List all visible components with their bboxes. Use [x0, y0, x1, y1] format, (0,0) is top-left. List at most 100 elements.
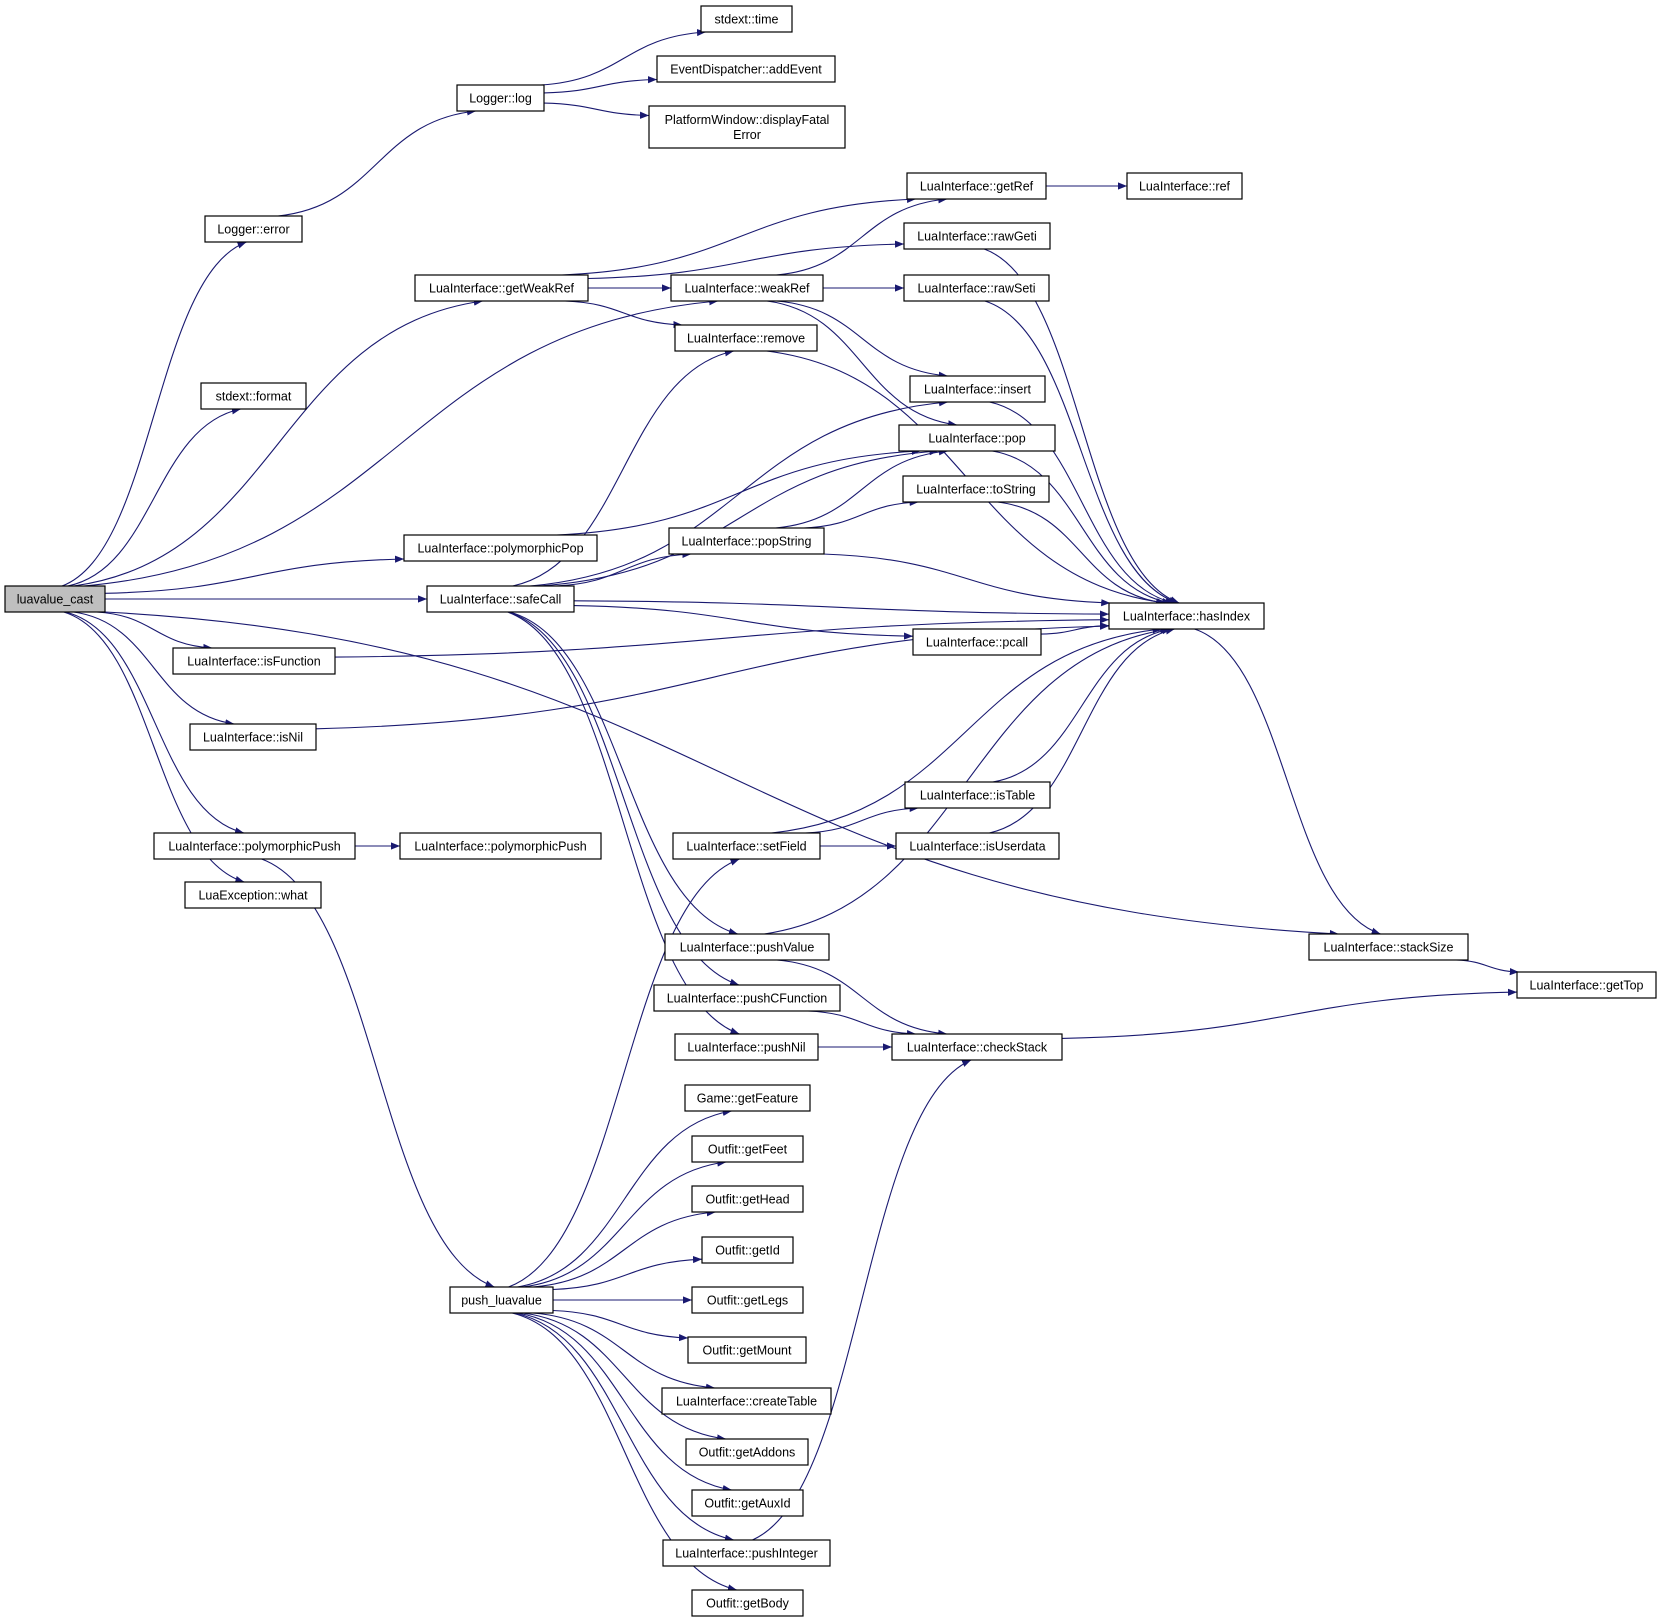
node-box[interactable]	[656, 55, 836, 83]
node-box[interactable]	[664, 933, 830, 961]
node-luainterface-isnil[interactable]: LuaInterface::isNil	[189, 723, 317, 751]
node-label: LuaInterface::checkStack	[907, 1041, 1048, 1055]
node-outfit-getid[interactable]: Outfit::getId	[701, 1236, 794, 1264]
edge-luainterface-safecall-to-luainterface-remove	[512, 349, 734, 587]
node-box[interactable]	[670, 274, 824, 302]
node-luainterface-rawgeti[interactable]: LuaInterface::rawGeti	[903, 222, 1051, 250]
node-box[interactable]	[691, 1589, 804, 1617]
node-luainterface-getweakref[interactable]: LuaInterface::getWeakRef	[414, 274, 589, 302]
node-box[interactable]	[449, 1286, 554, 1314]
node-outfit-gethead[interactable]: Outfit::getHead	[691, 1185, 804, 1213]
node-luainterface-remove[interactable]: LuaInterface::remove	[674, 324, 818, 352]
node-luainterface-pushcfunction[interactable]: LuaInterface::pushCFunction	[653, 984, 841, 1012]
node-box[interactable]	[414, 274, 589, 302]
node-box[interactable]	[904, 781, 1051, 809]
node-outfit-getbody[interactable]: Outfit::getBody	[691, 1589, 804, 1617]
node-box[interactable]	[426, 585, 575, 613]
node-box[interactable]	[674, 324, 818, 352]
node-box[interactable]	[662, 1539, 831, 1567]
node-luainterface-createtable[interactable]: LuaInterface::createTable	[661, 1387, 832, 1415]
node-luainterface-gettop[interactable]: LuaInterface::getTop	[1516, 971, 1657, 999]
node-luainterface-polymorphicpop[interactable]: LuaInterface::polymorphicPop	[403, 534, 598, 562]
node-box[interactable]	[898, 424, 1056, 452]
node-outfit-getauxid[interactable]: Outfit::getAuxId	[691, 1489, 804, 1517]
node-luainterface-pushvalue[interactable]: LuaInterface::pushValue	[664, 933, 830, 961]
node-luainterface-checkstack[interactable]: LuaInterface::checkStack	[891, 1033, 1063, 1061]
node-luainterface-stacksize[interactable]: LuaInterface::stackSize	[1308, 933, 1469, 961]
node-box[interactable]	[661, 1387, 832, 1415]
node-luainterface-pushinteger[interactable]: LuaInterface::pushInteger	[662, 1539, 831, 1567]
node-box[interactable]	[895, 832, 1060, 860]
node-box[interactable]	[909, 375, 1046, 403]
edge-luavalue-cast-to-luainterface-isnil	[73, 611, 235, 727]
node-luainterface-ref[interactable]: LuaInterface::ref	[1126, 172, 1243, 200]
node-outfit-getmount[interactable]: Outfit::getMount	[687, 1336, 807, 1364]
node-eventdispatcher-addevent[interactable]: EventDispatcher::addEvent	[656, 55, 836, 83]
node-box[interactable]	[672, 832, 821, 860]
node-luainterface-setfield[interactable]: LuaInterface::setField	[672, 832, 821, 860]
node-box[interactable]	[691, 1489, 804, 1517]
node-box[interactable]	[701, 1236, 794, 1264]
node-outfit-getaddons[interactable]: Outfit::getAddons	[685, 1438, 809, 1466]
node-luainterface-isuserdata[interactable]: LuaInterface::isUserdata	[895, 832, 1060, 860]
node-box[interactable]	[1516, 971, 1657, 999]
node-luainterface-hasindex[interactable]: LuaInterface::hasIndex	[1108, 602, 1265, 630]
node-box[interactable]	[700, 5, 793, 33]
node-box[interactable]	[648, 105, 846, 149]
node-box[interactable]	[153, 832, 356, 860]
node-box[interactable]	[691, 1185, 804, 1213]
node-box[interactable]	[685, 1438, 809, 1466]
node-luainterface-weakref[interactable]: LuaInterface::weakRef	[670, 274, 824, 302]
node-box[interactable]	[668, 527, 825, 555]
node-outfit-getfeet[interactable]: Outfit::getFeet	[691, 1135, 804, 1163]
node-game-getfeature[interactable]: Game::getFeature	[684, 1084, 811, 1112]
node-luainterface-pcall[interactable]: LuaInterface::pcall	[912, 628, 1042, 656]
node-box[interactable]	[200, 382, 307, 410]
node-box[interactable]	[1108, 602, 1265, 630]
node-box[interactable]	[902, 475, 1050, 503]
node-box[interactable]	[906, 172, 1047, 200]
node-box[interactable]	[891, 1033, 1063, 1061]
node-box[interactable]	[4, 585, 106, 613]
node-luainterface-polymorphicpush-b[interactable]: LuaInterface::polymorphicPush	[399, 832, 602, 860]
node-box[interactable]	[172, 647, 336, 675]
node-luainterface-safecall[interactable]: LuaInterface::safeCall	[426, 585, 575, 613]
node-box[interactable]	[684, 1084, 811, 1112]
node-box[interactable]	[674, 1033, 819, 1061]
node-box[interactable]	[912, 628, 1042, 656]
node-box[interactable]	[691, 1135, 804, 1163]
node-luainterface-polymorphicpush-a[interactable]: LuaInterface::polymorphicPush	[153, 832, 356, 860]
node-luainterface-istable[interactable]: LuaInterface::isTable	[904, 781, 1051, 809]
node-luainterface-rawseti[interactable]: LuaInterface::rawSeti	[903, 274, 1050, 302]
node-luainterface-tostring[interactable]: LuaInterface::toString	[902, 475, 1050, 503]
node-box[interactable]	[1126, 172, 1243, 200]
node-box[interactable]	[399, 832, 602, 860]
node-stdext-format[interactable]: stdext::format	[200, 382, 307, 410]
node-luainterface-getref[interactable]: LuaInterface::getRef	[906, 172, 1047, 200]
node-outfit-getlegs[interactable]: Outfit::getLegs	[691, 1286, 804, 1314]
node-box[interactable]	[204, 215, 303, 243]
node-box[interactable]	[687, 1336, 807, 1364]
node-luainterface-pop[interactable]: LuaInterface::pop	[898, 424, 1056, 452]
node-luainterface-isfunction[interactable]: LuaInterface::isFunction	[172, 647, 336, 675]
node-luavalue-cast[interactable]: luavalue_cast	[4, 585, 106, 613]
node-luainterface-insert[interactable]: LuaInterface::insert	[909, 375, 1046, 403]
node-box[interactable]	[189, 723, 317, 751]
node-box[interactable]	[653, 984, 841, 1012]
node-luainterface-pushnil[interactable]: LuaInterface::pushNil	[674, 1033, 819, 1061]
node-luaexception-what[interactable]: LuaException::what	[184, 881, 322, 909]
node-stdext-time[interactable]: stdext::time	[700, 5, 793, 33]
node-label: LuaInterface::pushValue	[680, 941, 815, 955]
node-box[interactable]	[403, 534, 598, 562]
node-box[interactable]	[456, 84, 545, 112]
node-push-luavalue[interactable]: push_luavalue	[449, 1286, 554, 1314]
node-logger-log[interactable]: Logger::log	[456, 84, 545, 112]
node-box[interactable]	[691, 1286, 804, 1314]
node-box[interactable]	[1308, 933, 1469, 961]
node-luainterface-popstring[interactable]: LuaInterface::popString	[668, 527, 825, 555]
node-box[interactable]	[184, 881, 322, 909]
node-logger-error[interactable]: Logger::error	[204, 215, 303, 243]
node-box[interactable]	[903, 274, 1050, 302]
node-box[interactable]	[903, 222, 1051, 250]
